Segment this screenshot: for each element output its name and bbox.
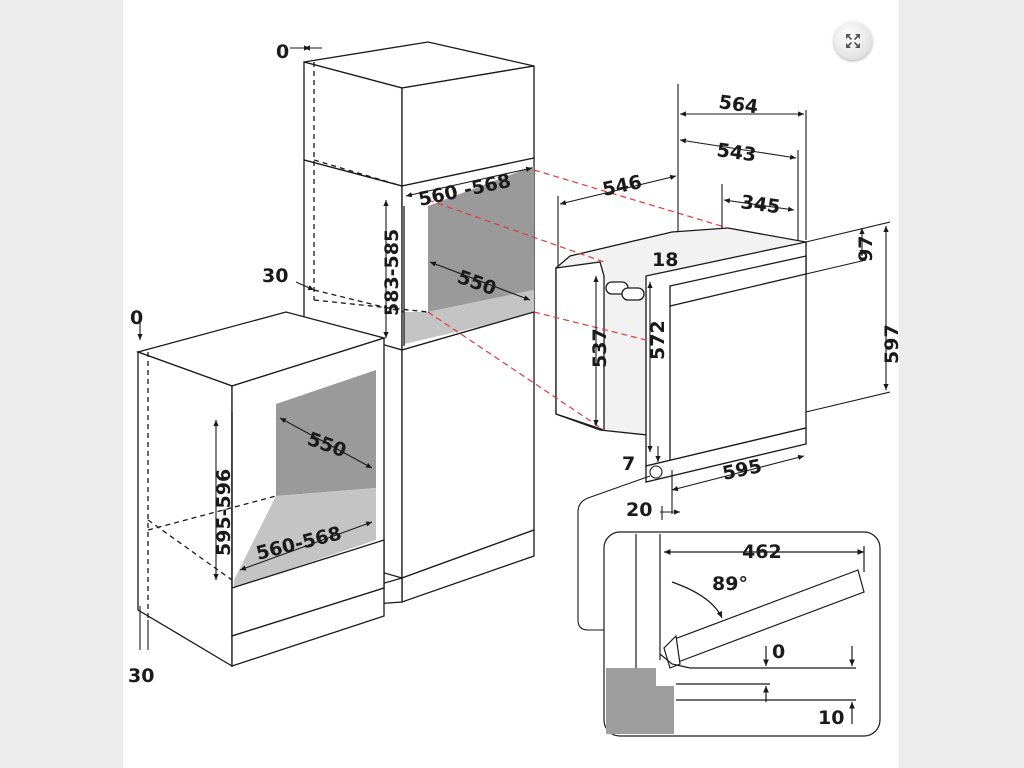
label-oven-20: 20	[626, 499, 652, 521]
label-base-opening-height: 595-596	[213, 469, 235, 556]
label-oven-18: 18	[652, 249, 678, 271]
label-oven-97: 97	[855, 236, 877, 262]
label-door-10: 10	[818, 707, 844, 729]
label-oven-572: 572	[647, 320, 669, 360]
label-oven-537: 537	[589, 328, 611, 368]
label-tall-30: 30	[262, 265, 288, 287]
expand-arrows-icon	[846, 34, 860, 48]
dimension-lines	[137, 45, 891, 650]
label-door-0: 0	[772, 641, 785, 663]
label-base-top-0: 0	[130, 307, 143, 329]
label-oven-546: 546	[600, 171, 643, 201]
label-oven-345: 345	[739, 191, 781, 218]
label-door-462: 462	[742, 541, 782, 563]
door-detail-inset	[603, 531, 881, 737]
base-cabinet	[135, 311, 387, 668]
tall-cavity-floor	[404, 290, 534, 344]
label-base-bottom-30: 30	[128, 665, 154, 687]
label-oven-543: 543	[715, 139, 757, 166]
label-tall-opening-height: 583-585	[381, 229, 403, 316]
label-door-angle: 89°	[712, 573, 748, 595]
label-oven-7: 7	[622, 453, 635, 475]
label-oven-564: 564	[717, 91, 759, 118]
label-tall-top-0: 0	[276, 41, 289, 63]
label-oven-597: 597	[881, 324, 903, 364]
expand-button[interactable]	[834, 22, 872, 60]
